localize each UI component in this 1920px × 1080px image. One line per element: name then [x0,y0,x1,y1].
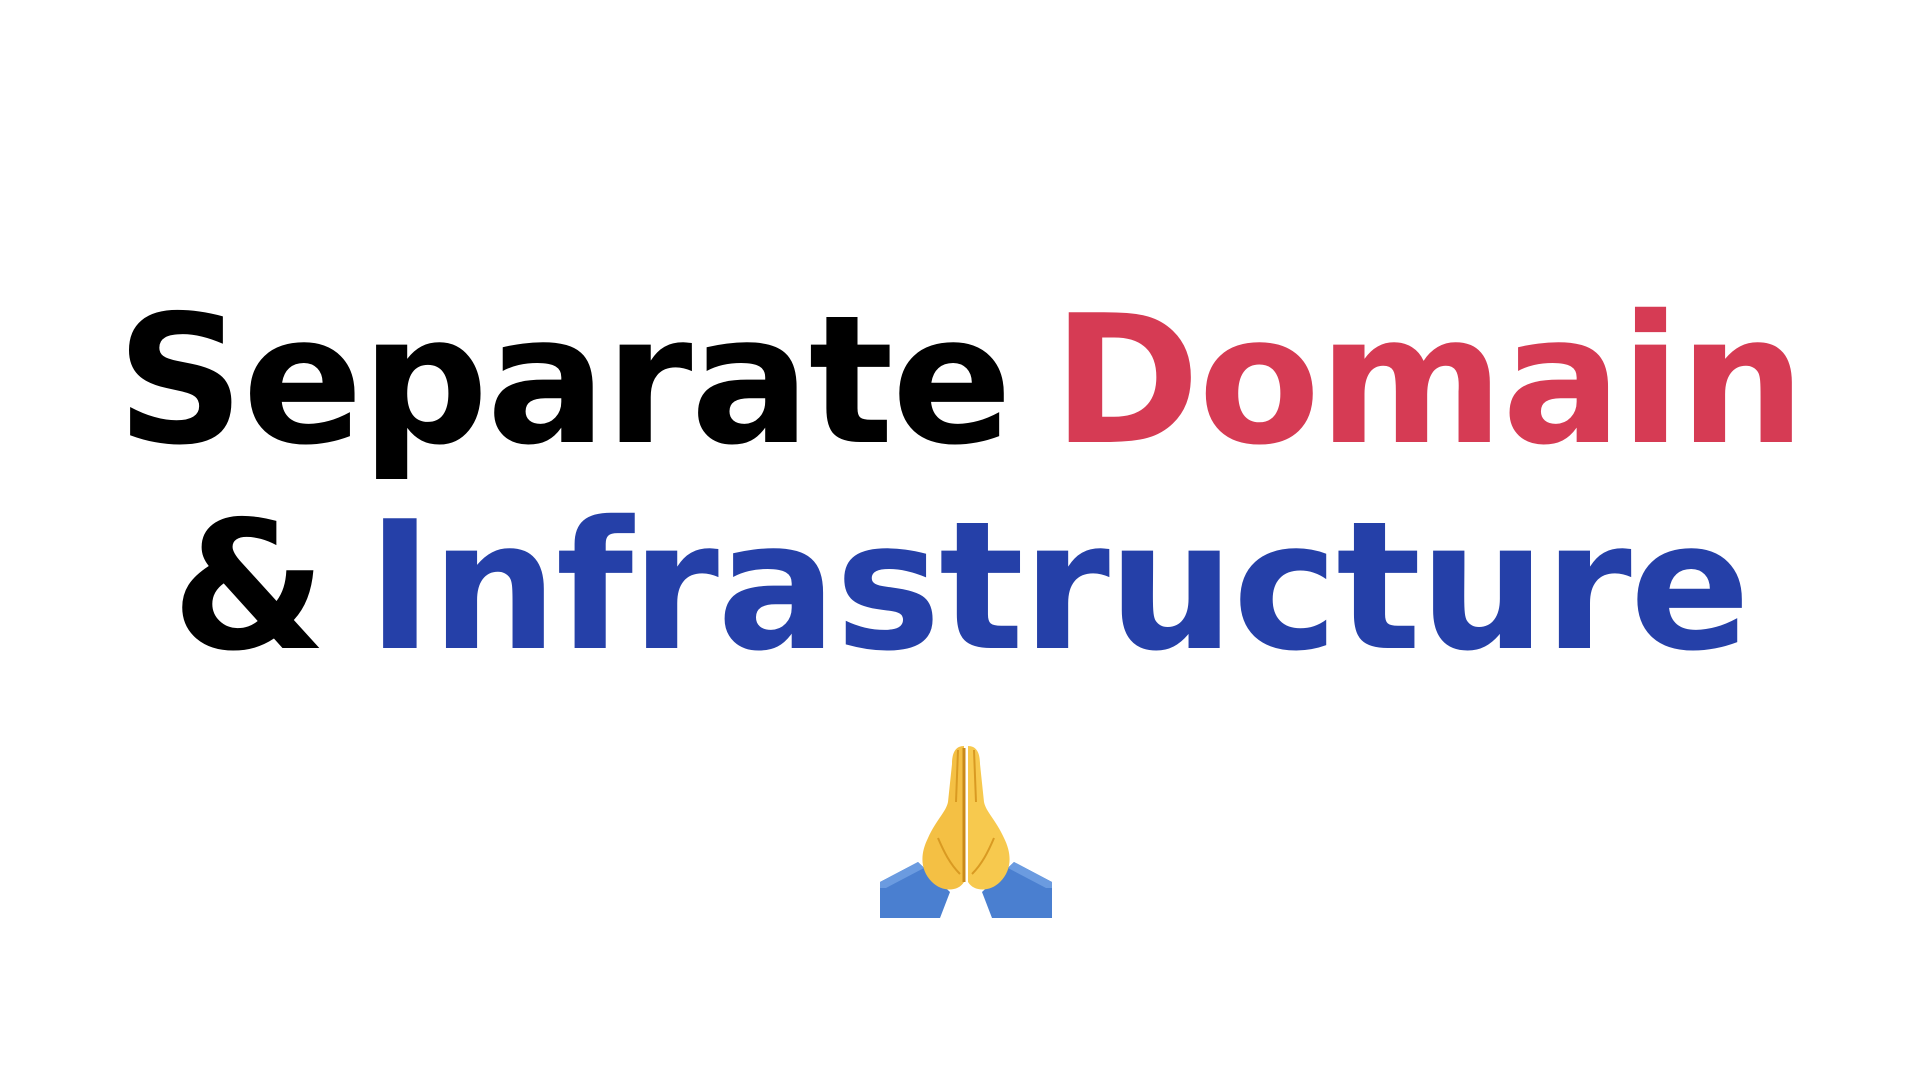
word-separate: Separate [116,277,1012,484]
title-line-2: &Infrastructure [0,498,1920,676]
word-infrastructure: Infrastructure [366,483,1751,690]
word-domain: Domain [1052,277,1805,484]
folded-hands-icon [880,742,1052,918]
word-ampersand: & [171,483,327,690]
